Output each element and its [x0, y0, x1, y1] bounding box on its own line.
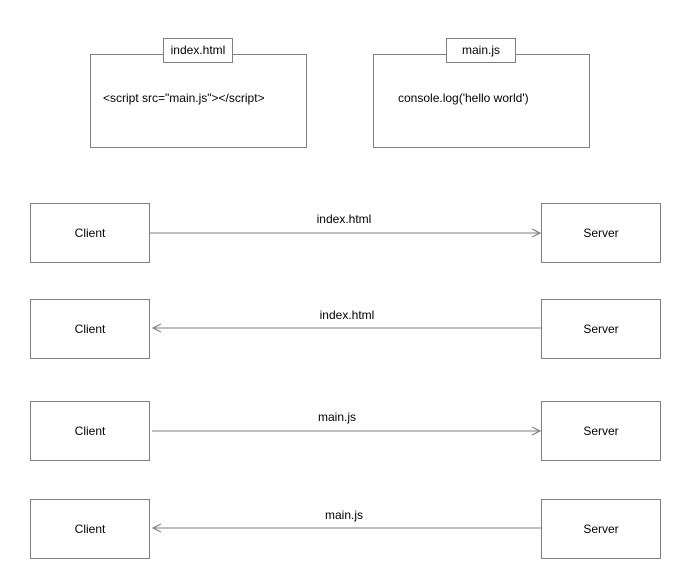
client-label: Client	[74, 424, 106, 438]
main-js-file-tab: main.js	[446, 38, 516, 63]
client-label: Client	[74, 322, 106, 336]
server-node: Server	[541, 499, 661, 559]
server-label: Server	[583, 322, 619, 336]
main-js-file-box	[373, 54, 590, 148]
server-label: Server	[583, 226, 619, 240]
arrow-label: index.html	[319, 308, 375, 322]
arrow-label: main.js	[324, 508, 363, 522]
main-js-file-content: console.log('hello world')	[398, 91, 529, 105]
arrow-label: index.html	[316, 212, 372, 226]
server-label: Server	[583, 522, 619, 536]
client-node: Client	[30, 401, 150, 461]
server-node: Server	[541, 203, 661, 263]
arrow-label: main.js	[317, 410, 356, 424]
index-html-file-tab: index.html	[163, 38, 233, 63]
client-node: Client	[30, 203, 150, 263]
index-html-file-box	[90, 54, 307, 148]
server-label: Server	[583, 424, 619, 438]
server-node: Server	[541, 401, 661, 461]
client-node: Client	[30, 299, 150, 359]
client-label: Client	[74, 226, 106, 240]
client-label: Client	[74, 522, 106, 536]
client-node: Client	[30, 499, 150, 559]
server-node: Server	[541, 299, 661, 359]
index-html-file-content: <script src="main.js"></script>	[103, 91, 265, 105]
